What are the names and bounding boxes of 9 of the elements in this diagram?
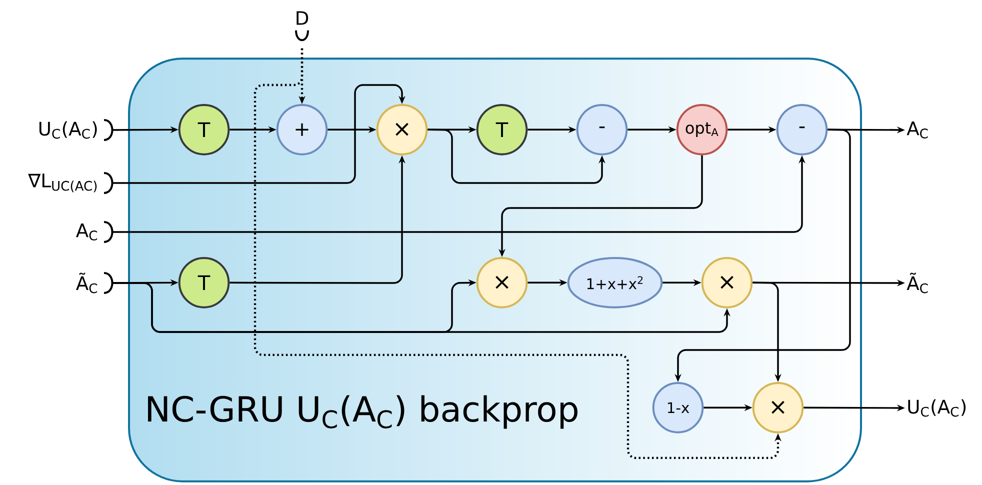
output-label: U$_{C}$(A$_{C}$)	[908, 399, 966, 417]
input-port: Ã$_{C}$	[76, 272, 114, 294]
arrow	[112, 84, 406, 184]
input-port: A$_{C}$	[76, 221, 114, 243]
output-label: A$_{C}$	[906, 122, 928, 138]
input-port: ∇L$_{UC(AC)}$	[28, 172, 114, 194]
input-port: D	[295, 11, 309, 42]
output-label: Ã$_{C}$	[906, 272, 928, 294]
input-port: U$_{C}$(A$_{C}$)	[39, 119, 114, 141]
